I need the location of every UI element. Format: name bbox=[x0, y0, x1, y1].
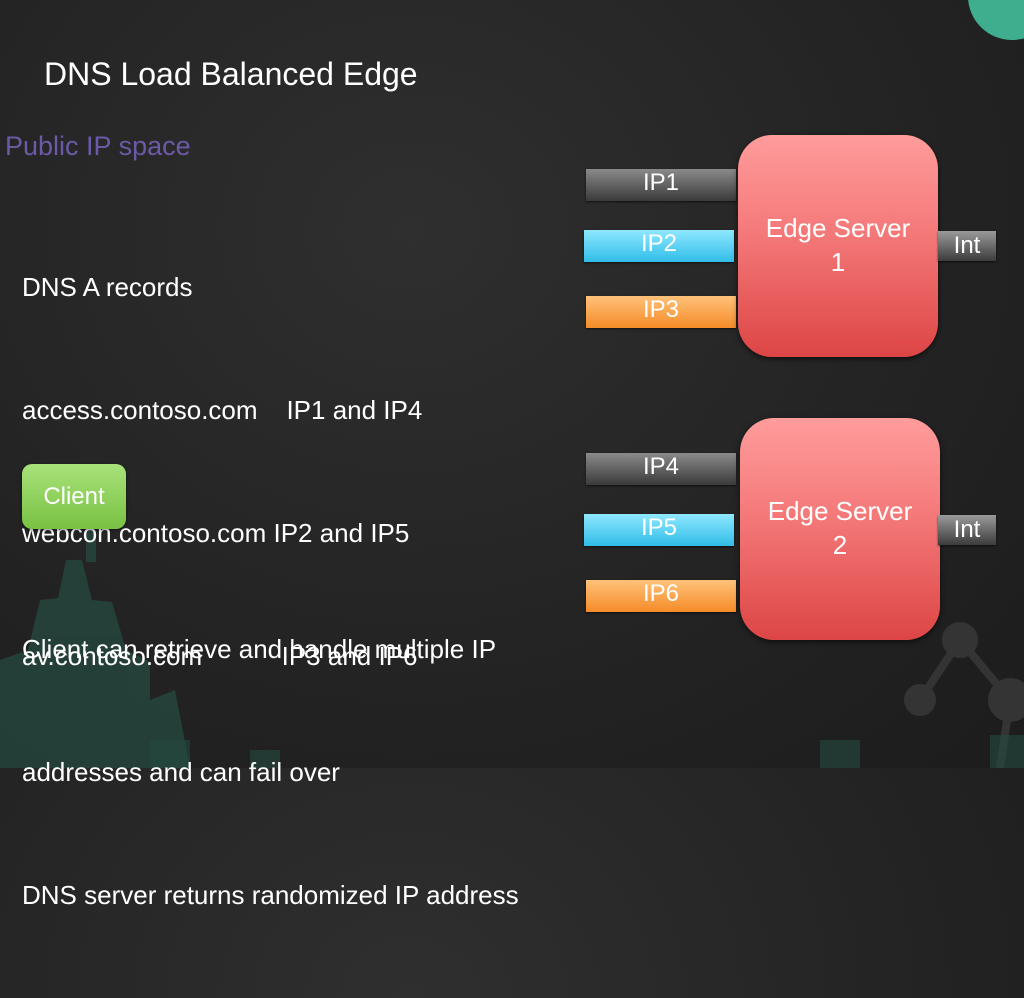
internal-interface-2: Int bbox=[938, 515, 996, 545]
teal-corner-circle bbox=[968, 0, 1024, 40]
slide: DNS Load Balanced Edge Public IP space D… bbox=[0, 0, 1024, 768]
ip-box-4: IP4 bbox=[586, 453, 736, 485]
edge-server-2: Edge Server 2 bbox=[740, 418, 940, 640]
note-line: addresses and can fail over bbox=[22, 757, 340, 787]
section-subtitle: Public IP space bbox=[5, 131, 191, 161]
edge-server-1-name: Edge Server bbox=[765, 213, 911, 243]
ip-box-5: IP5 bbox=[584, 514, 734, 546]
molecule-decoration bbox=[904, 622, 1024, 768]
edge-server-1: Edge Server 1 bbox=[738, 135, 938, 357]
edge-server-2-number: 2 bbox=[832, 530, 848, 560]
slide-title: DNS Load Balanced Edge bbox=[44, 56, 418, 92]
client-box: Client bbox=[22, 464, 126, 529]
dns-record-line: av.contoso.com IP3 and IP6 bbox=[22, 641, 418, 671]
ip-box-2: IP2 bbox=[584, 230, 734, 262]
ip-box-1: IP1 bbox=[586, 169, 736, 201]
dns-record-line: access.contoso.com IP1 and IP4 bbox=[22, 395, 423, 425]
edge-server-2-name: Edge Server bbox=[767, 496, 913, 526]
internal-interface-1: Int bbox=[938, 231, 996, 261]
note-line: Client can retrieve and handle multiple … bbox=[22, 634, 497, 664]
dns-records-heading: DNS A records bbox=[22, 272, 193, 302]
note-line: DNS server returns randomized IP address bbox=[22, 880, 519, 910]
ip-box-3: IP3 bbox=[586, 296, 736, 328]
notes-list: Client can retrieve and handle multiple … bbox=[22, 547, 519, 998]
edge-server-1-number: 1 bbox=[830, 247, 846, 277]
ip-box-6: IP6 bbox=[586, 580, 736, 612]
